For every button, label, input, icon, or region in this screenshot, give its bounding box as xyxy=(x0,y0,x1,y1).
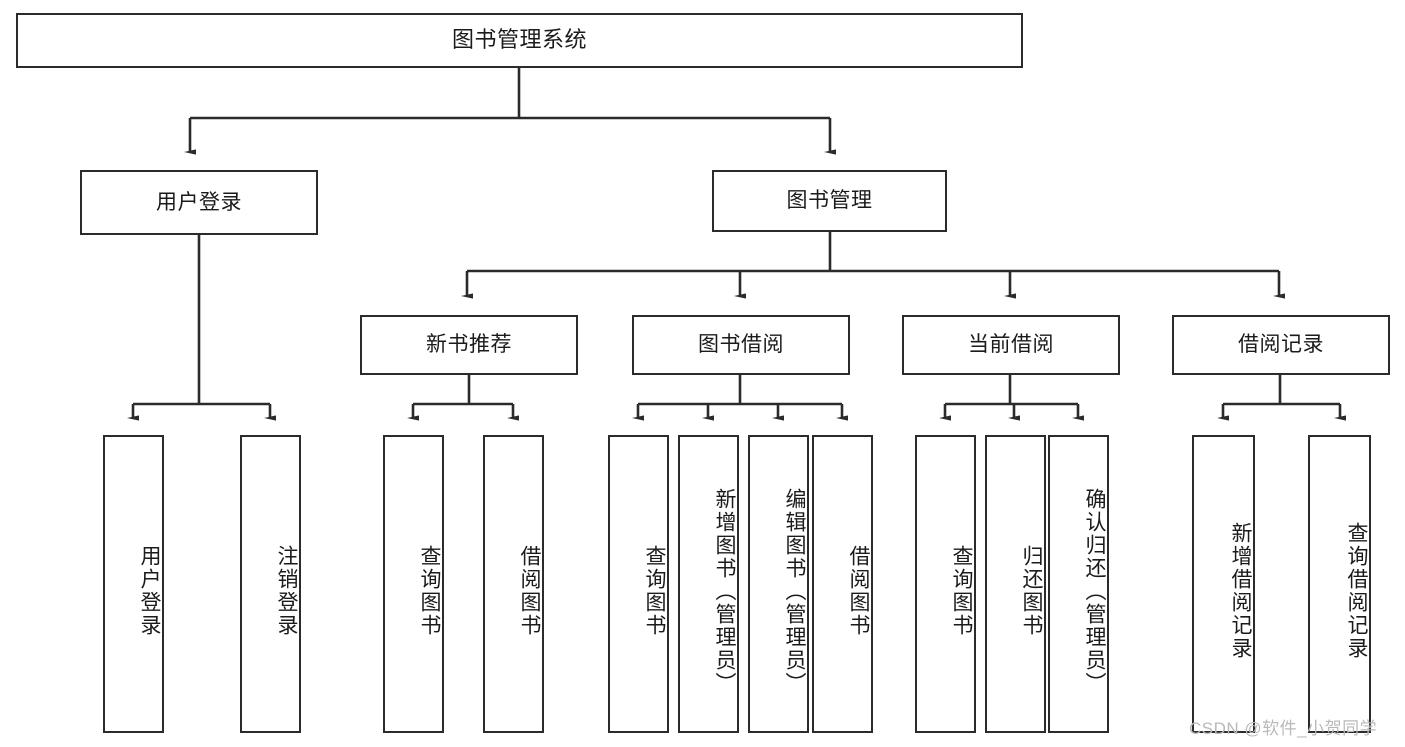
node-label: 归还图书 xyxy=(1020,545,1043,637)
node-label: 查询借阅记录 xyxy=(1345,522,1368,660)
leaf-borrow-add-book-admin[interactable]: 新增图书（管理员） xyxy=(678,435,739,733)
csdn-watermark: CSDN @软件_小贺同学 xyxy=(1189,719,1378,738)
node-label: 图书借阅 xyxy=(698,333,784,357)
node-label: 查询图书 xyxy=(418,545,441,637)
node-label: 当前借阅 xyxy=(968,333,1054,357)
node-book-management[interactable]: 图书管理 xyxy=(712,170,947,232)
node-current-borrowing[interactable]: 当前借阅 xyxy=(902,315,1120,375)
node-borrowing-record[interactable]: 借阅记录 xyxy=(1172,315,1390,375)
leaf-recommend-query-book[interactable]: 查询图书 xyxy=(383,435,444,733)
node-label: 注销登录 xyxy=(275,545,298,637)
leaf-user-login-signin[interactable]: 用户登录 xyxy=(103,435,164,733)
node-label: 新增借阅记录 xyxy=(1229,522,1252,660)
node-label: 确认归还（管理员） xyxy=(1083,487,1106,695)
leaf-borrow-borrow-book[interactable]: 借阅图书 xyxy=(812,435,873,733)
node-label: 图书管理系统 xyxy=(451,27,587,53)
leaf-current-query-book[interactable]: 查询图书 xyxy=(915,435,976,733)
node-label: 新增图书（管理员） xyxy=(713,487,736,695)
leaf-user-login-signout[interactable]: 注销登录 xyxy=(240,435,301,733)
node-book-borrowing[interactable]: 图书借阅 xyxy=(632,315,850,375)
node-new-book-recommendation[interactable]: 新书推荐 xyxy=(360,315,578,375)
node-label: 借阅记录 xyxy=(1238,333,1324,357)
node-label: 借阅图书 xyxy=(847,545,870,637)
node-label: 用户登录 xyxy=(138,545,161,637)
node-label: 查询图书 xyxy=(643,545,666,637)
node-label: 编辑图书（管理员） xyxy=(783,487,806,695)
node-root-book-management-system[interactable]: 图书管理系统 xyxy=(16,13,1023,68)
leaf-record-query-record[interactable]: 查询借阅记录 xyxy=(1308,435,1371,733)
node-user-login[interactable]: 用户登录 xyxy=(80,170,318,235)
node-label: 借阅图书 xyxy=(518,545,541,637)
leaf-current-confirm-return-admin[interactable]: 确认归还（管理员） xyxy=(1048,435,1109,733)
leaf-recommend-borrow-book[interactable]: 借阅图书 xyxy=(483,435,544,733)
node-label: 查询图书 xyxy=(950,545,973,637)
leaf-record-add-record[interactable]: 新增借阅记录 xyxy=(1192,435,1255,733)
node-label: 新书推荐 xyxy=(426,333,512,357)
leaf-borrow-query-book[interactable]: 查询图书 xyxy=(608,435,669,733)
leaf-borrow-edit-book-admin[interactable]: 编辑图书（管理员） xyxy=(748,435,809,733)
node-label: 图书管理 xyxy=(786,189,873,213)
leaf-current-return-book[interactable]: 归还图书 xyxy=(985,435,1046,733)
node-label: 用户登录 xyxy=(156,190,242,214)
